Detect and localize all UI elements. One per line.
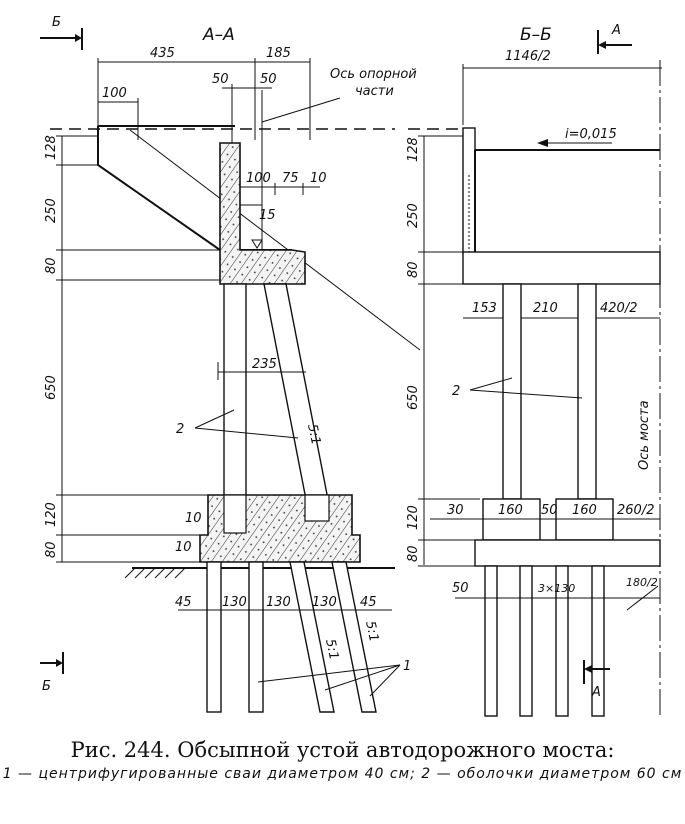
figure-caption: Рис. 244. Обсыпной устой автодорожного м… bbox=[0, 736, 685, 784]
dim-30: 30 bbox=[447, 503, 464, 518]
section-bb: Б–Б 1146/2 А Ось моста i=0,015 bbox=[406, 23, 662, 717]
gradient-label: i=0,015 bbox=[565, 127, 617, 142]
dim-bb-v-80: 80 bbox=[406, 261, 421, 278]
dim-10-top: 10 bbox=[310, 171, 327, 186]
pile-2 bbox=[248, 561, 264, 713]
abutment-drawing: А–А Б 435 185 100 50 50 Ось опорной част… bbox=[40, 15, 662, 717]
dim-v-120: 120 bbox=[44, 502, 59, 527]
section-bb-title: Б–Б bbox=[520, 25, 552, 45]
dim-v-650: 650 bbox=[44, 375, 59, 400]
cut-marker-label: Б bbox=[52, 15, 61, 30]
section-aa: А–А Б 435 185 100 50 50 Ось опорной част… bbox=[40, 15, 421, 713]
dim-420-2: 420/2 bbox=[600, 301, 637, 316]
caption-title: Рис. 244. Обсыпной устой автодорожного м… bbox=[70, 738, 615, 762]
pile-bb-4 bbox=[591, 565, 605, 717]
dim-bb-v-250: 250 bbox=[406, 203, 421, 228]
dim-130-a: 130 bbox=[222, 595, 247, 610]
slope-5-1: 5:1 bbox=[304, 423, 323, 447]
dim-50-caps: 50 bbox=[541, 503, 558, 518]
dim-50-piles: 50 bbox=[452, 581, 469, 596]
dim-100-top: 100 bbox=[102, 86, 127, 101]
dim-10-cap-lower: 10 bbox=[175, 540, 192, 555]
dim-260-2: 260/2 bbox=[617, 503, 654, 518]
dim-100-inner: 100 bbox=[246, 171, 271, 186]
dim-45-right: 45 bbox=[360, 595, 377, 610]
caption-legend: 1 — центрифугированные сваи диаметром 40… bbox=[2, 766, 683, 782]
dim-185: 185 bbox=[266, 46, 291, 61]
dim-210: 210 bbox=[533, 301, 558, 316]
dim-v-250: 250 bbox=[44, 198, 59, 223]
cut-marker-a-label: А bbox=[611, 23, 621, 38]
dim-75: 75 bbox=[282, 171, 299, 186]
dim-bb-v-80-bottom: 80 bbox=[406, 545, 421, 562]
section-aa-title: А–А bbox=[202, 25, 235, 45]
shell-bb-1 bbox=[502, 283, 522, 500]
dim-15: 15 bbox=[259, 208, 276, 223]
dim-45-left: 45 bbox=[175, 595, 192, 610]
dim-50-right: 50 bbox=[260, 72, 277, 87]
cap-beam-bb bbox=[462, 251, 661, 285]
cut-marker-b-bottom: Б bbox=[40, 652, 64, 694]
dim-10-cap-upper: 10 bbox=[185, 511, 202, 526]
cut-marker-a-bottom: А bbox=[583, 660, 610, 700]
pile-1 bbox=[206, 561, 222, 713]
dim-bb-v-650: 650 bbox=[406, 385, 421, 410]
slope-5-1-bottom-a: 5:1 bbox=[322, 638, 341, 662]
dim-235: 235 bbox=[252, 357, 277, 372]
bearing-axis-note-1: Ось опорной bbox=[330, 67, 417, 82]
dim-v-80: 80 bbox=[44, 257, 59, 274]
cut-marker-a-top: А bbox=[597, 23, 632, 54]
pile-4 bbox=[331, 561, 377, 713]
dim-50-left: 50 bbox=[212, 72, 229, 87]
shell-inclined bbox=[263, 283, 333, 521]
dim-435: 435 bbox=[150, 46, 175, 61]
cut-marker-b-top: Б bbox=[40, 15, 83, 50]
dim-v-128: 128 bbox=[44, 135, 59, 160]
slope-5-1-bottom-b: 5:1 bbox=[362, 620, 381, 644]
pile-bb-3 bbox=[555, 565, 569, 717]
bearing-axis-note-2: части bbox=[355, 84, 394, 99]
dim-180-2: 180/2 bbox=[626, 576, 658, 589]
dim-130-b: 130 bbox=[266, 595, 291, 610]
label-shells-aa: 2 bbox=[176, 422, 184, 437]
pile-bb-2 bbox=[519, 565, 533, 717]
cut-marker-label-bottom: Б bbox=[42, 679, 51, 694]
shell-bb-2 bbox=[577, 283, 597, 500]
dim-153: 153 bbox=[472, 301, 497, 316]
cut-marker-a-label-bottom: А bbox=[591, 685, 601, 700]
bridge-axis-label: Ось моста bbox=[637, 400, 652, 470]
label-shells-bb: 2 bbox=[452, 384, 460, 399]
dim-bb-v-128: 128 bbox=[406, 137, 421, 162]
label-piles: 1 bbox=[403, 659, 411, 674]
dim-130-c: 130 bbox=[312, 595, 337, 610]
dim-3x130: 3×130 bbox=[538, 582, 575, 595]
dim-160-b: 160 bbox=[572, 503, 597, 518]
dim-v-80-bottom: 80 bbox=[44, 541, 59, 558]
dim-bb-v-120: 120 bbox=[406, 505, 421, 530]
dim-1146-2: 1146/2 bbox=[505, 49, 551, 64]
pile-bb-1 bbox=[484, 565, 498, 717]
dim-160-a: 160 bbox=[498, 503, 523, 518]
footing-slab-bb bbox=[474, 539, 661, 567]
